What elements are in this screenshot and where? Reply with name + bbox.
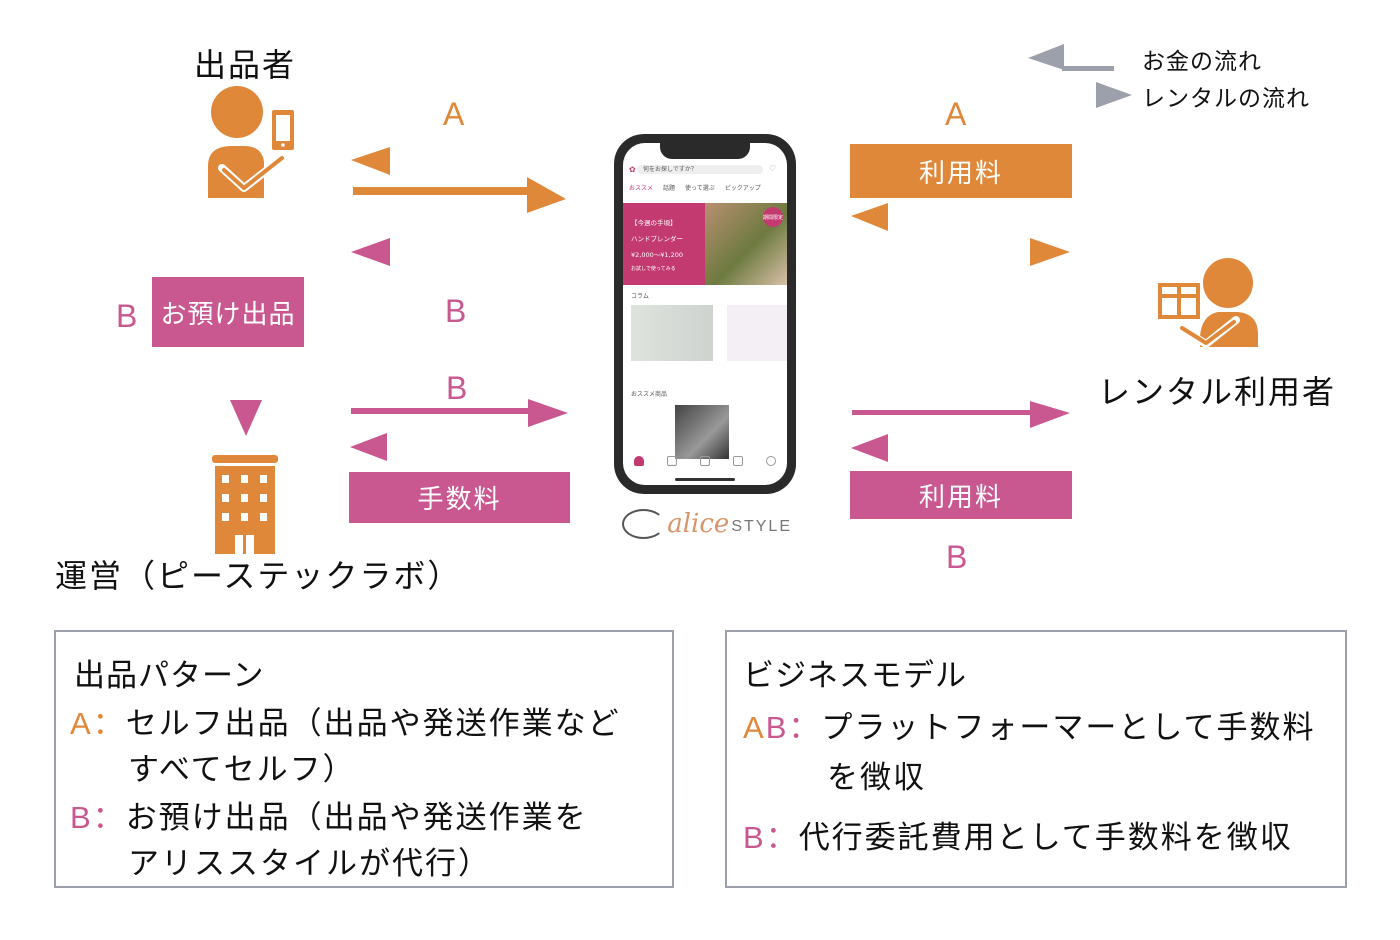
smartphone-mockup: 何をお探しですか？ ✿ ♡ おススメ 話題 使って選ぶ ピックアップ 【今週の手… <box>614 134 796 494</box>
logo-face-icon <box>622 509 666 539</box>
renter-label: レンタル利用者 <box>1098 373 1337 411</box>
banner-line: ¥2,000〜¥1,200 <box>631 251 683 259</box>
promo-banner[interactable]: 【今週の手頃】 ハンドブレンダー ¥2,000〜¥1,200 お試しで使ってみる <box>623 203 705 285</box>
section-recommend-title: おススメ商品 <box>631 391 668 398</box>
column-card[interactable] <box>631 305 713 361</box>
app-bottom-nav <box>623 451 787 471</box>
logo-script: alice <box>667 509 730 539</box>
app-search-input[interactable]: 何をお探しですか？ <box>637 165 763 174</box>
operator-fee-box: 手数料 <box>349 472 570 523</box>
phone-notch <box>660 143 750 159</box>
operator-b-label: B <box>446 370 468 406</box>
seller-a-money-arrowhead <box>351 147 390 175</box>
app-tab[interactable]: おススメ <box>629 185 654 192</box>
tag-separator: ： <box>788 710 822 746</box>
alice-style-logo: alice STYLE <box>622 504 792 544</box>
listing-icon[interactable] <box>699 456 710 466</box>
renter-b-rental-arrow <box>852 401 1070 428</box>
pattern-a-line1: A：セルフ出品（出品や発送作業など <box>70 698 621 743</box>
seller-a-label: A <box>443 96 465 132</box>
section-column-title: コラム <box>631 293 649 300</box>
legend-rental-arrow-icon <box>1096 82 1132 108</box>
search-icon[interactable] <box>667 456 678 466</box>
seller-label: 出品者 <box>194 46 297 84</box>
banner-line: ハンドブレンダー <box>631 235 683 243</box>
model-ab-text: プラットフォーマーとして手数料 <box>821 710 1316 746</box>
app-screen: 何をお探しですか？ ✿ ♡ おススメ 話題 使って選ぶ ピックアップ 【今週の手… <box>623 143 787 485</box>
model-b-line: B：代行委託費用として手数料を徴収 <box>743 812 1293 857</box>
model-ab-line2: を徴収 <box>827 760 926 796</box>
renter-b-money-arrowhead <box>851 434 888 462</box>
model-b-text: 代行委託費用として手数料を徴収 <box>798 820 1293 856</box>
business-model-panel: ビジネスモデル AB：プラットフォーマーとして手数料 を徴収 B：代行委託費用と… <box>725 630 1347 888</box>
model-b-only-tag: B： <box>743 820 799 855</box>
app-tab[interactable]: ピックアップ <box>724 185 761 192</box>
pattern-b-text: お預け出品（出品や発送作業を <box>125 800 588 836</box>
model-b-tag: B <box>765 710 789 745</box>
consign-tag-letter: B <box>116 298 138 334</box>
renter-b-fee-box: 利用料 <box>850 471 1072 519</box>
seller-b-money-arrowhead <box>351 238 390 266</box>
operator-label: 運営（ピーステックラボ） <box>55 557 462 595</box>
logo-suffix: STYLE <box>731 518 792 535</box>
banner-line: 【今週の手頃】 <box>631 219 677 227</box>
operator-b-rental-arrow <box>351 399 568 427</box>
panel-title: ビジネスモデル <box>743 658 967 694</box>
legend-money-flow-label: お金の流れ <box>1142 49 1262 75</box>
consign-down-arrowhead <box>230 400 262 436</box>
renter-a-label: A <box>945 96 967 132</box>
pattern-a-tag: A： <box>70 706 126 741</box>
renter-a-fee-box: 利用料 <box>850 144 1072 198</box>
renter-a-rental-arrowhead <box>1030 238 1070 266</box>
pattern-b-line1: B：お預け出品（出品や発送作業を <box>70 792 588 837</box>
home-indicator <box>675 478 735 481</box>
pattern-a-line2: すべてセルフ） <box>128 752 356 788</box>
app-logo-icon: ✿ <box>629 165 636 174</box>
app-tab[interactable]: 使って選ぶ <box>685 185 715 192</box>
panel-title: 出品パターン <box>74 658 265 694</box>
mypage-icon[interactable] <box>765 456 776 466</box>
renter-a-money-arrowhead <box>851 203 888 231</box>
legend-money-arrow-icon <box>1028 44 1114 71</box>
product-thumbnail[interactable] <box>675 405 729 459</box>
pattern-b-tag: B： <box>70 800 126 835</box>
listing-pattern-panel: 出品パターン A：セルフ出品（出品や発送作業など すべてセルフ） B：お預け出品… <box>54 630 674 888</box>
favorite-heart-icon[interactable]: ♡ <box>769 164 777 173</box>
legend-rental-flow-label: レンタルの流れ <box>1142 86 1310 112</box>
renter-b-label: B <box>946 539 968 575</box>
column-card[interactable] <box>727 305 787 361</box>
operator-b-money-arrowhead <box>350 433 387 461</box>
banner-line: お試しで使ってみる <box>631 266 676 272</box>
model-ab-line1: AB：プラットフォーマーとして手数料 <box>743 702 1315 747</box>
consign-box: お預け出品 <box>152 277 304 347</box>
notification-icon[interactable] <box>732 456 743 466</box>
pattern-b-line2: アリススタイルが代行） <box>128 846 491 882</box>
model-a-tag: A <box>743 710 766 745</box>
pattern-a-text: セルフ出品（出品や発送作業など <box>125 706 621 742</box>
app-tab-bar: おススメ 話題 使って選ぶ ピックアップ <box>629 183 761 192</box>
home-icon[interactable] <box>634 456 645 466</box>
seller-a-rental-arrow <box>353 177 566 213</box>
limited-badge: 期間限定 <box>763 207 783 227</box>
app-tab[interactable]: 話題 <box>663 185 676 192</box>
person-with-smartphone-icon <box>208 86 294 198</box>
seller-b-label: B <box>445 293 467 329</box>
person-with-gift-box-icon <box>1158 258 1258 348</box>
office-building-icon <box>212 455 278 554</box>
